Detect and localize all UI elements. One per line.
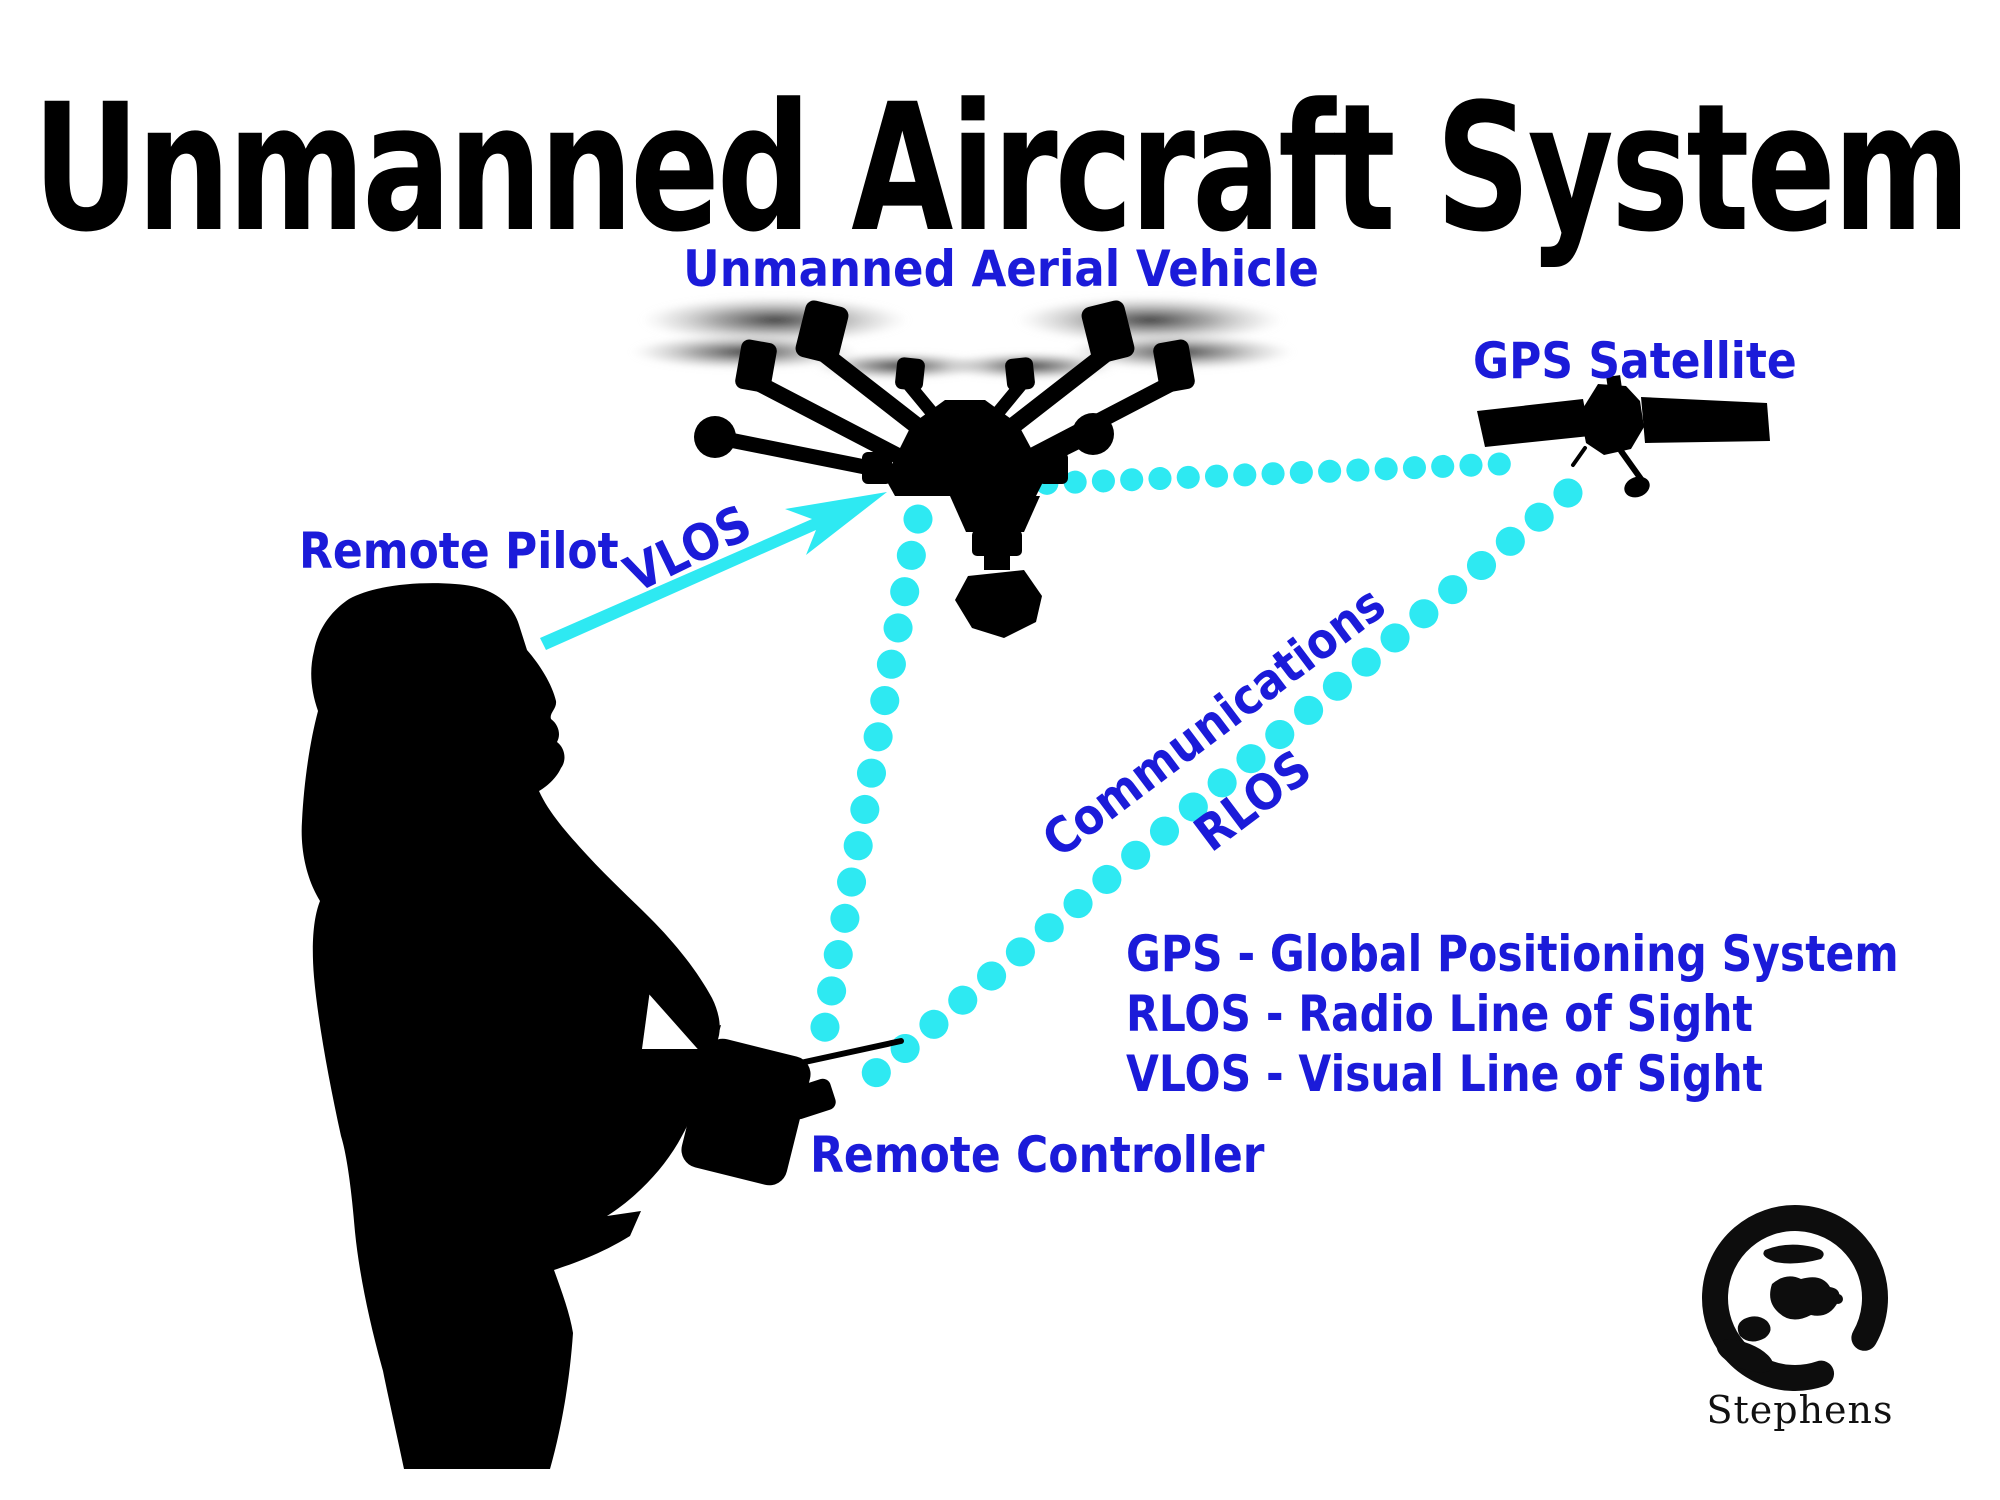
stephens-logo bbox=[1702, 1205, 1888, 1391]
rlos-link-controller-satellite bbox=[837, 478, 1583, 1108]
motor-pod bbox=[795, 300, 849, 364]
solar-panel-right bbox=[1641, 397, 1770, 443]
satellite-nub bbox=[1606, 375, 1622, 389]
controller-body bbox=[681, 1038, 811, 1186]
remote-controller-label: Remote Controller bbox=[810, 1126, 1265, 1184]
remote-controller-illustration bbox=[681, 1025, 904, 1186]
logo-wordmark: Stephens bbox=[1706, 1388, 1894, 1432]
enso-brush-blob bbox=[1716, 1339, 1774, 1373]
legend-item-vlos: VLOS - Visual Line of Sight bbox=[1126, 1045, 1763, 1103]
logo-continent-central bbox=[1770, 1276, 1840, 1320]
remote-pilot-silhouette bbox=[301, 583, 720, 1469]
legend-item-rlos: RLOS - Radio Line of Sight bbox=[1126, 985, 1753, 1043]
solar-panel-left bbox=[1477, 399, 1590, 447]
legend-item-gps: GPS - Global Positioning System bbox=[1126, 925, 1899, 983]
satellite-antenna-arm bbox=[1618, 448, 1644, 482]
satellite-dish bbox=[1624, 476, 1650, 498]
controller-knob bbox=[786, 1078, 836, 1120]
gps-satellite-illustration bbox=[1477, 375, 1770, 498]
enso-circle bbox=[1702, 1205, 1888, 1391]
logo-continent-south bbox=[1737, 1316, 1771, 1342]
controller-antenna bbox=[765, 1038, 904, 1073]
pilot-body bbox=[301, 583, 720, 1469]
page-title: Unmanned Aircraft System bbox=[32, 66, 1971, 271]
gps-satellite-label: GPS Satellite bbox=[1473, 332, 1797, 390]
drone-body-side bbox=[1038, 452, 1068, 484]
logo-island bbox=[1833, 1294, 1843, 1304]
camera-pod bbox=[955, 570, 1042, 638]
uav-drone-illustration bbox=[630, 296, 1295, 638]
gimbal-neck bbox=[984, 556, 1010, 570]
rlos-link-controller-drone bbox=[808, 504, 933, 1053]
abbreviation-legend: GPS - Global Positioning System RLOS - R… bbox=[1126, 924, 1899, 1104]
propeller-blur bbox=[1015, 296, 1285, 344]
drone-body-side bbox=[862, 452, 892, 484]
vlos-arrow bbox=[540, 492, 887, 650]
neck-strap bbox=[608, 939, 709, 1051]
remote-pilot-label: Remote Pilot bbox=[299, 522, 619, 580]
motor-pod bbox=[1081, 300, 1135, 364]
uav-label: Unmanned Aerial Vehicle bbox=[683, 240, 1319, 298]
controller-stub bbox=[703, 1025, 721, 1054]
satellite-spike bbox=[1571, 446, 1587, 467]
drone-body bbox=[885, 400, 1046, 496]
gimbal-joint bbox=[972, 530, 1022, 556]
gimbal-mount bbox=[950, 496, 1040, 532]
logo-continent-north bbox=[1763, 1244, 1824, 1264]
motor-pod bbox=[1005, 357, 1035, 391]
satellite-body bbox=[1580, 384, 1644, 455]
motor-pod bbox=[895, 357, 925, 391]
